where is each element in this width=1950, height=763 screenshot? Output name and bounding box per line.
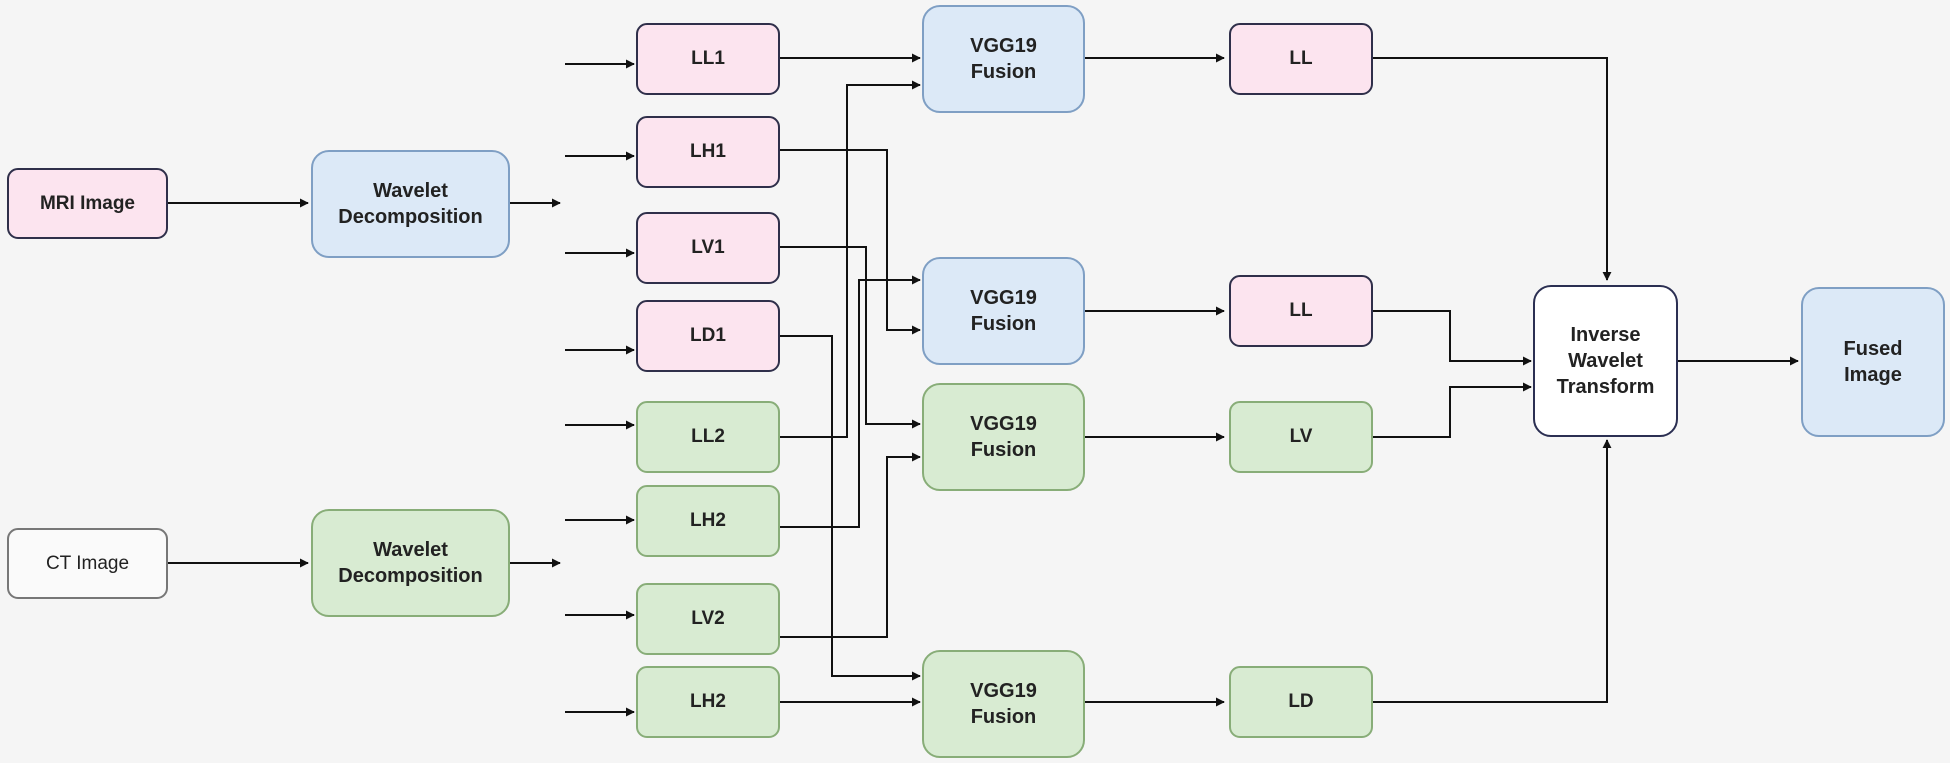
edge-lh2-to-fusion2 [780, 275, 921, 528]
edge-lv-to-inverse [1373, 382, 1532, 438]
vgg19-fusion-node-4: VGG19 Fusion [922, 650, 1085, 758]
vgg19-fusion-node-1: VGG19 Fusion [922, 5, 1085, 113]
edge-lv2-to-fusion3 [780, 452, 921, 638]
edge-ll-to-inverse [1373, 57, 1612, 281]
edge-ld-to-inverse [1373, 439, 1612, 703]
edge-lh1-to-fusion2 [780, 149, 921, 335]
edge-ll2-to-inverse [1373, 310, 1532, 366]
edge-ll2-to-fusion1 [780, 80, 921, 438]
band-lv1-node: LV1 [636, 212, 780, 284]
edge-lv1-to-fusion3 [780, 246, 921, 429]
ct-wavelet-decomposition-node: Wavelet Decomposition [311, 509, 510, 617]
band-ll2-node: LL2 [636, 401, 780, 473]
band-lh2-node: LH2 [636, 485, 780, 557]
fused-ll-node-1: LL [1229, 23, 1373, 95]
fused-lv-node: LV [1229, 401, 1373, 473]
band-lh2b-node: LH2 [636, 666, 780, 738]
fused-ld-node: LD [1229, 666, 1373, 738]
vgg19-fusion-node-3: VGG19 Fusion [922, 383, 1085, 491]
band-lv2-node: LV2 [636, 583, 780, 655]
vgg19-fusion-node-2: VGG19 Fusion [922, 257, 1085, 365]
fused-image-node: Fused Image [1801, 287, 1945, 437]
edge-ld1-to-fusion4 [780, 335, 921, 681]
mri-image-node: MRI Image [7, 168, 168, 239]
mri-wavelet-decomposition-node: Wavelet Decomposition [311, 150, 510, 258]
inverse-wavelet-transform-node: Inverse Wavelet Transform [1533, 285, 1678, 437]
band-ll1-node: LL1 [636, 23, 780, 95]
band-lh1-node: LH1 [636, 116, 780, 188]
ct-image-node: CT Image [7, 528, 168, 599]
band-ld1-node: LD1 [636, 300, 780, 372]
fused-ll-node-2: LL [1229, 275, 1373, 347]
